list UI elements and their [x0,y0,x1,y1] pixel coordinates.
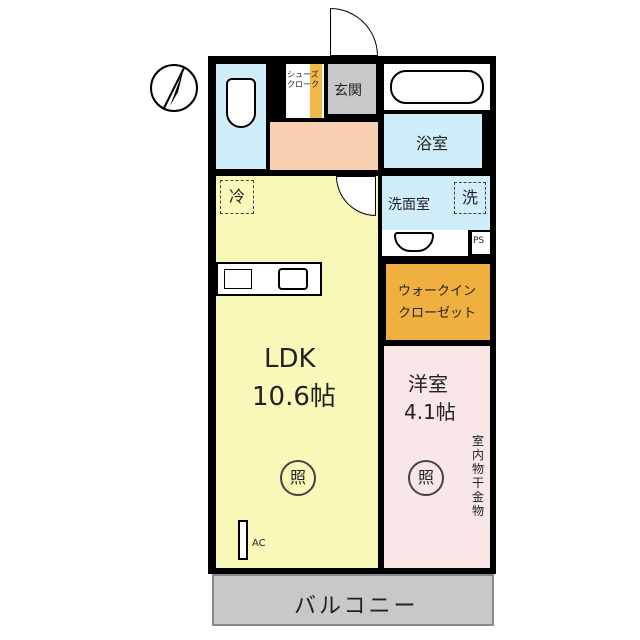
wic-label-1: ウォークイン [398,284,477,299]
light-icon: 照 [408,460,444,496]
ps-label: PS [473,236,485,246]
washroom: 洗面室 洗 [382,176,490,230]
fridge-icon: 冷 [220,180,254,214]
toilet [216,64,266,169]
hall [270,122,378,170]
ldk: 冷 LDK 10.6帖 照 AC [216,176,378,568]
western-label: 洋室 [408,372,448,396]
shoe-closet-label: シューズクローク [287,70,319,89]
entrance-door[interactable] [330,8,378,56]
entrance-label: 玄関 [334,83,362,99]
light-icon: 照 [280,460,316,496]
drying-rack-label: 室内物干金物 [472,434,485,518]
ac-unit [238,520,248,560]
wic-label-2: クローゼット [398,306,477,321]
bathtub [384,64,490,110]
ac-label: AC [252,538,266,549]
entrance: 玄関 [328,64,376,114]
walk-in-closet: ウォークイン クローゼット [386,264,490,340]
ldk-size: 10.6帖 [252,382,336,412]
balcony: バルコニー [212,574,494,626]
western-size: 4.1帖 [404,400,456,424]
bath-label: 浴室 [416,134,449,153]
washer-icon: 洗 [454,182,486,214]
shoe-closet: シューズクローク [286,64,324,118]
sink [382,230,468,256]
north-arrow-icon [148,62,200,114]
kitchen-counter [216,262,322,296]
western-room: 洋室 4.1帖 照 室内物干金物 [384,346,490,568]
ps-box: PS [472,232,490,254]
ldk-label: LDK [264,344,316,374]
balcony-label: バルコニー [294,594,419,619]
bath: 浴室 [384,114,482,168]
toilet-icon [226,78,256,128]
washroom-label: 洗面室 [388,197,430,213]
